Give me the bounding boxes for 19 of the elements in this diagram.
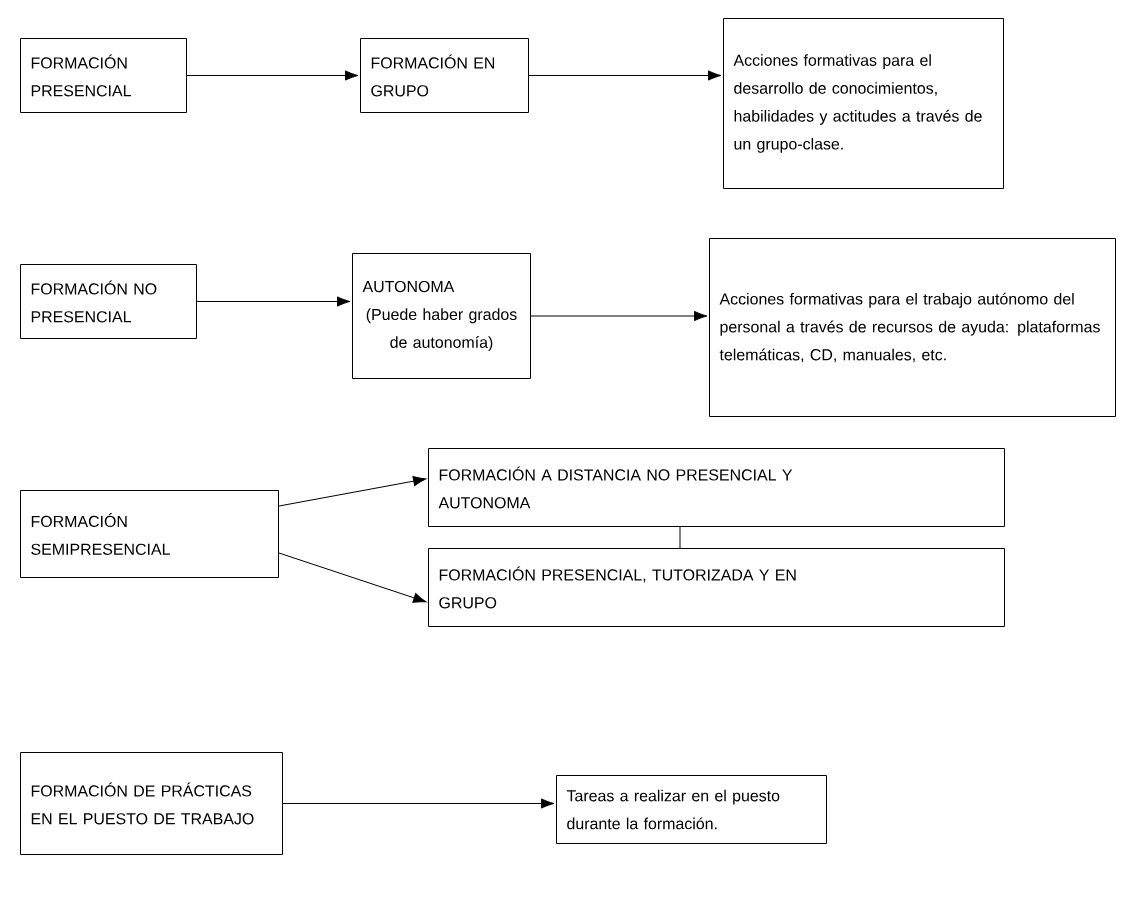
text-box: FORMACIÓN PRESENCIAL [20,38,187,113]
text-box: FORMACIÓN A DISTANCIA NO PRESENCIAL Y AUTONOMA [428,448,1005,527]
text-box: AUTONOMA (Puede haber grados de autonomía) [352,253,531,379]
arrow [528,70,722,81]
text-box: FORMACIÓN SEMIPRESENCIAL [20,490,279,578]
arrow [530,310,708,322]
text-box: FORMACIÓN NO PRESENCIAL [20,264,197,339]
text-box: FORMACIÓN EN GRUPO [360,38,529,113]
connector-line [679,526,681,549]
text-box: Tareas a realizar en el puesto durante la formación. [556,775,827,844]
text-box: Acciones formativas para el trabajo autónomo del personal a través de recursos de ayuda: plataformas telemáticas, CD, manuales, etc. [709,238,1116,417]
arrow [186,70,359,81]
arrow [278,476,427,507]
text-box: Acciones formativas para el desarrollo de conocimientos, habilidades y actitudes a través de un grupo-clase. [723,18,1004,189]
arrow [278,552,427,603]
arrow [196,296,351,307]
text-box: FORMACIÓN DE PRÁCTICAS EN EL PUESTO DE TRABAJO [20,752,283,855]
text-box: FORMACIÓN PRESENCIAL, TUTORIZADA Y EN GRUPO [428,548,1005,627]
arrow [282,798,555,809]
